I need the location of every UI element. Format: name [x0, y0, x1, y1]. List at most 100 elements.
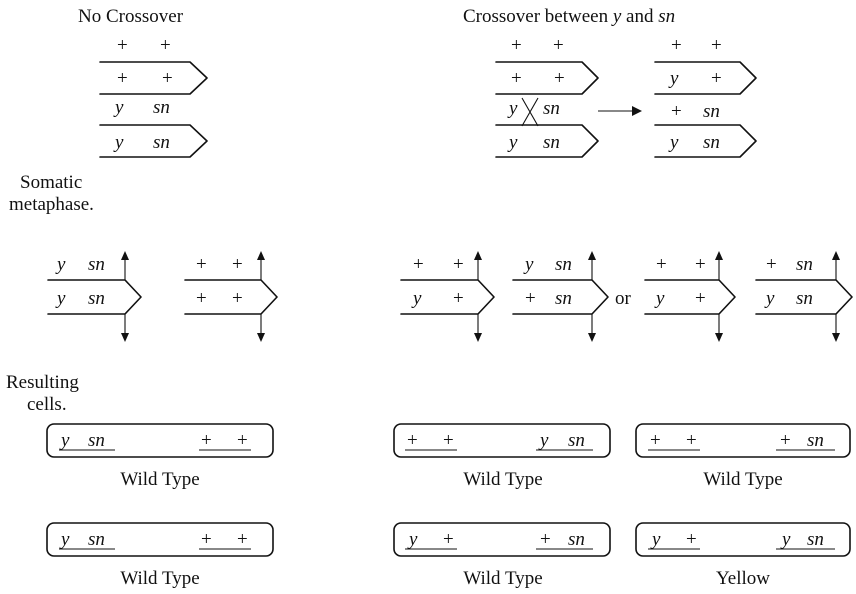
svg-text:y: y — [523, 254, 534, 275]
cell-co-a-top: + + y sn — [393, 423, 611, 458]
svg-text:+: + — [656, 254, 667, 275]
svg-text:y: y — [780, 529, 791, 550]
svg-text:sn: sn — [796, 288, 813, 309]
svg-text:+: + — [686, 529, 697, 550]
svg-text:+: + — [117, 68, 128, 89]
svg-text:y: y — [59, 430, 70, 451]
svg-text:sn: sn — [796, 254, 813, 275]
cell-nc-top: y sn + + — [46, 423, 274, 458]
svg-text:+: + — [671, 101, 682, 122]
phenotype-co-b-bottom: Yellow — [716, 568, 770, 589]
svg-text:+: + — [780, 430, 791, 451]
svg-text:+: + — [553, 35, 564, 56]
svg-text:y: y — [668, 132, 679, 153]
svg-text:+: + — [201, 529, 212, 550]
metaphase-pair-co-a2: y sn + sn — [512, 251, 609, 342]
svg-text:y: y — [507, 98, 518, 119]
svg-text:+: + — [196, 288, 207, 309]
svg-text:+: + — [711, 68, 722, 89]
svg-text:+: + — [650, 430, 661, 451]
svg-text:sn: sn — [153, 97, 170, 118]
svg-text:sn: sn — [88, 529, 105, 550]
phenotype-co-a-bottom: Wild Type — [463, 568, 542, 589]
svg-text:+: + — [160, 35, 171, 56]
phenotype-nc-bottom: Wild Type — [120, 568, 199, 589]
svg-text:+: + — [554, 68, 565, 89]
svg-text:+: + — [525, 288, 536, 309]
cell-co-a-bottom: y + + sn — [393, 522, 611, 557]
label-resulting: Resulting — [6, 372, 79, 393]
svg-text:y: y — [113, 132, 124, 153]
no-crossover-bivalent: + + + + y sn y sn — [99, 35, 208, 158]
metaphase-pair-co-b2: + sn y sn — [755, 251, 853, 342]
svg-text:sn: sn — [703, 132, 720, 153]
svg-text:+: + — [511, 68, 522, 89]
svg-text:sn: sn — [555, 288, 572, 309]
svg-text:+: + — [686, 430, 697, 451]
svg-text:sn: sn — [568, 529, 585, 550]
svg-text:sn: sn — [807, 529, 824, 550]
metaphase-pair-nc-1: y sn y sn — [47, 251, 142, 342]
svg-text:+: + — [117, 35, 128, 56]
svg-text:y: y — [507, 132, 518, 153]
svg-text:+: + — [232, 288, 243, 309]
svg-text:sn: sn — [543, 132, 560, 153]
svg-text:sn: sn — [555, 254, 572, 275]
svg-text:sn: sn — [88, 430, 105, 451]
svg-text:y: y — [650, 529, 661, 550]
svg-text:+: + — [162, 68, 173, 89]
svg-text:y: y — [55, 254, 66, 275]
crossover-bivalent-after: + + y + + sn y sn — [654, 35, 757, 158]
svg-text:+: + — [232, 254, 243, 275]
svg-text:+: + — [237, 529, 248, 550]
svg-text:+: + — [766, 254, 777, 275]
crossover-bivalent-before: + + + + y sn y sn — [495, 35, 599, 158]
label-metaphase: metaphase. — [9, 194, 94, 215]
svg-text:+: + — [413, 254, 424, 275]
svg-text:+: + — [443, 430, 454, 451]
svg-text:y: y — [55, 288, 66, 309]
svg-text:y: y — [407, 529, 418, 550]
cell-nc-bottom: y sn + + — [46, 522, 274, 557]
metaphase-pair-nc-2: + + + + — [184, 251, 278, 342]
svg-text:+: + — [237, 430, 248, 451]
metaphase-pair-co-b1: + + y + — [644, 251, 736, 342]
svg-text:sn: sn — [807, 430, 824, 451]
svg-text:+: + — [671, 35, 682, 56]
svg-text:sn: sn — [703, 101, 720, 122]
svg-text:sn: sn — [543, 98, 560, 119]
svg-text:sn: sn — [88, 254, 105, 275]
svg-text:+: + — [453, 288, 464, 309]
svg-text:y: y — [411, 288, 422, 309]
heading-no-crossover: No Crossover — [78, 6, 184, 27]
svg-text:+: + — [196, 254, 207, 275]
label-or: or — [615, 288, 632, 309]
svg-text:y: y — [668, 68, 679, 89]
svg-text:+: + — [511, 35, 522, 56]
svg-text:y: y — [113, 97, 124, 118]
svg-text:+: + — [711, 35, 722, 56]
svg-text:y: y — [764, 288, 775, 309]
svg-text:y: y — [538, 430, 549, 451]
svg-text:sn: sn — [568, 430, 585, 451]
svg-text:+: + — [695, 254, 706, 275]
heading-crossover: Crossover between y and sn — [463, 6, 675, 27]
right-arrow-icon — [598, 106, 642, 116]
svg-text:+: + — [407, 430, 418, 451]
svg-text:+: + — [453, 254, 464, 275]
svg-text:+: + — [540, 529, 551, 550]
svg-text:+: + — [695, 288, 706, 309]
svg-text:y: y — [654, 288, 665, 309]
cell-co-b-top: + + + sn — [635, 423, 851, 458]
svg-text:sn: sn — [153, 132, 170, 153]
svg-text:+: + — [443, 529, 454, 550]
svg-text:sn: sn — [88, 288, 105, 309]
label-cells: cells. — [27, 394, 67, 415]
svg-text:y: y — [59, 529, 70, 550]
phenotype-co-a-top: Wild Type — [463, 469, 542, 490]
metaphase-pair-co-a1: + + y + — [400, 251, 495, 342]
svg-text:+: + — [201, 430, 212, 451]
label-somatic: Somatic — [20, 172, 82, 193]
cell-co-b-bottom: y + y sn — [635, 522, 851, 557]
